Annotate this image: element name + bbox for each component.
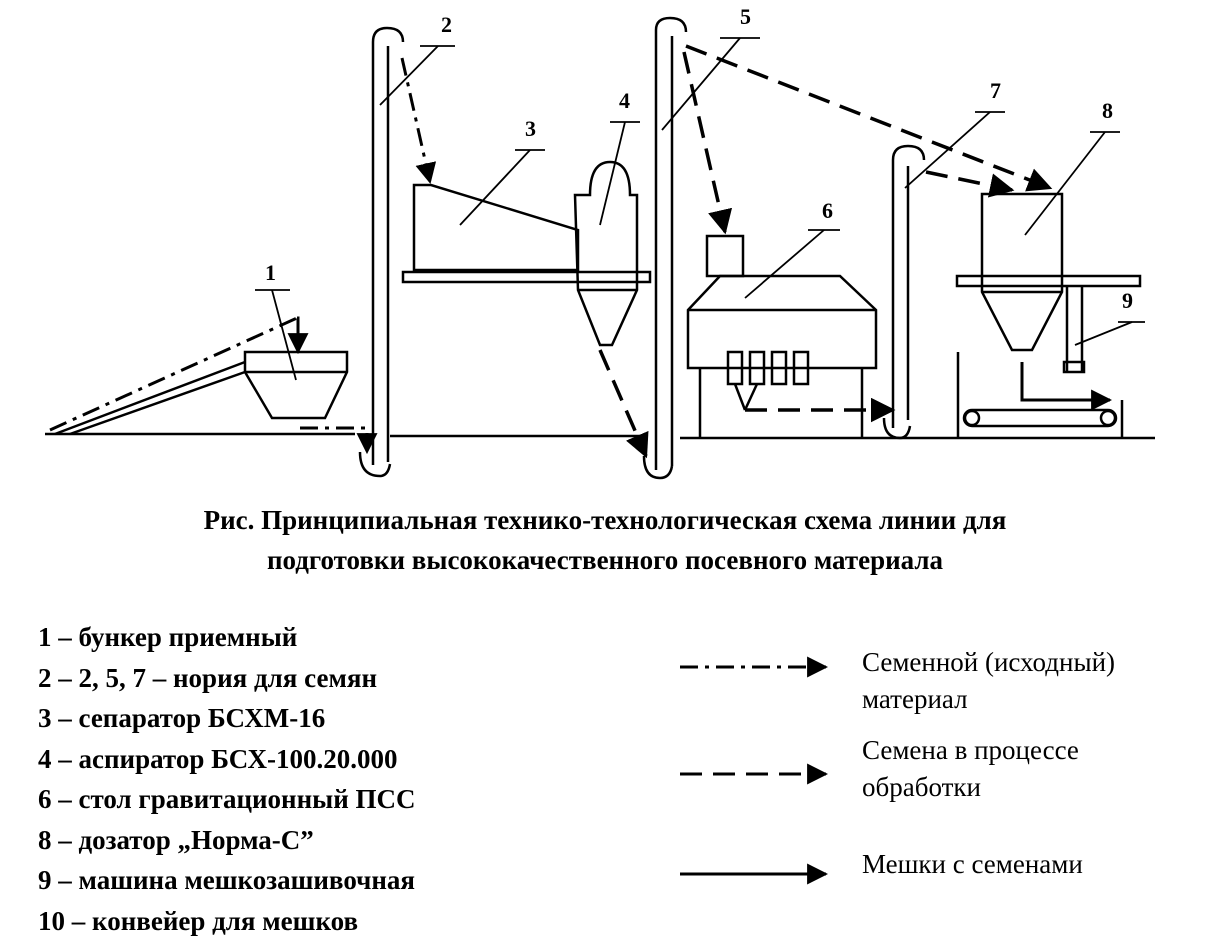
label-3: 3 <box>525 116 536 141</box>
gravity-table <box>686 234 878 438</box>
aspirator <box>573 160 639 347</box>
label-2: 2 <box>441 12 452 37</box>
label-5: 5 <box>740 4 751 29</box>
legend-item: 4 – аспиратор БСХ-100.20.000 <box>38 743 398 774</box>
key-raw-material-label: Семенной (исходный) материал <box>862 644 1207 714</box>
key-label-line: Мешки с семенами <box>862 849 1083 879</box>
leader-lines <box>255 37 1145 381</box>
key-label-line: Семена в процессе <box>862 735 1079 765</box>
receiving-hopper <box>54 350 349 436</box>
legend-item: 2 – 2, 5, 7 – нория для семян <box>38 662 378 693</box>
caption-line-2: подготовки высококачественного посевного… <box>266 545 944 575</box>
figure-caption: Рис. Принципиальная технико-технологичес… <box>40 500 1170 580</box>
label-9: 9 <box>1122 288 1133 313</box>
legend-item: 10 – конвейер для мешков <box>38 905 359 936</box>
elevator-2 <box>358 26 405 478</box>
caption-line-1: Рис. Принципиальная технико-технологичес… <box>203 505 1007 535</box>
elevator-7 <box>882 144 926 440</box>
legend-item: 3 – сепаратор БСХМ-16 <box>38 703 326 733</box>
flow-seeds-in-process <box>598 44 1053 459</box>
legend-item: 8 – дозатор „Норма-С” <box>38 824 314 855</box>
key-seeds-in-process-label: Семена в процессе обработки <box>862 732 1207 807</box>
label-1: 1 <box>265 260 276 285</box>
flow-bags <box>1020 362 1113 411</box>
equipment-legend: 1 – бункер приемный 2 – 2, 5, 7 – нория … <box>38 617 416 941</box>
elevator-5 <box>642 16 688 480</box>
label-6: 6 <box>822 198 833 223</box>
flow-raw-material <box>49 57 437 455</box>
key-bags-label: Мешки с семенами <box>862 846 1207 883</box>
key-label-line: материал <box>862 684 968 714</box>
key-label-line: обработки <box>862 772 981 802</box>
label-8: 8 <box>1102 98 1113 123</box>
legend-item: 1 – бункер приемный <box>38 622 298 652</box>
bag-conveyor <box>956 352 1124 438</box>
legend-item: 9 – машина мешкозашивочная <box>38 865 416 895</box>
label-4: 4 <box>619 88 630 113</box>
dosing-unit <box>955 192 1142 372</box>
sewing-machine <box>1062 360 1086 374</box>
legend-item: 6 – стол гравитационный ПСС <box>38 784 416 814</box>
label-7: 7 <box>990 78 1001 103</box>
key-label-line: Семенной (исходный) <box>862 647 1116 677</box>
separator <box>401 183 652 284</box>
